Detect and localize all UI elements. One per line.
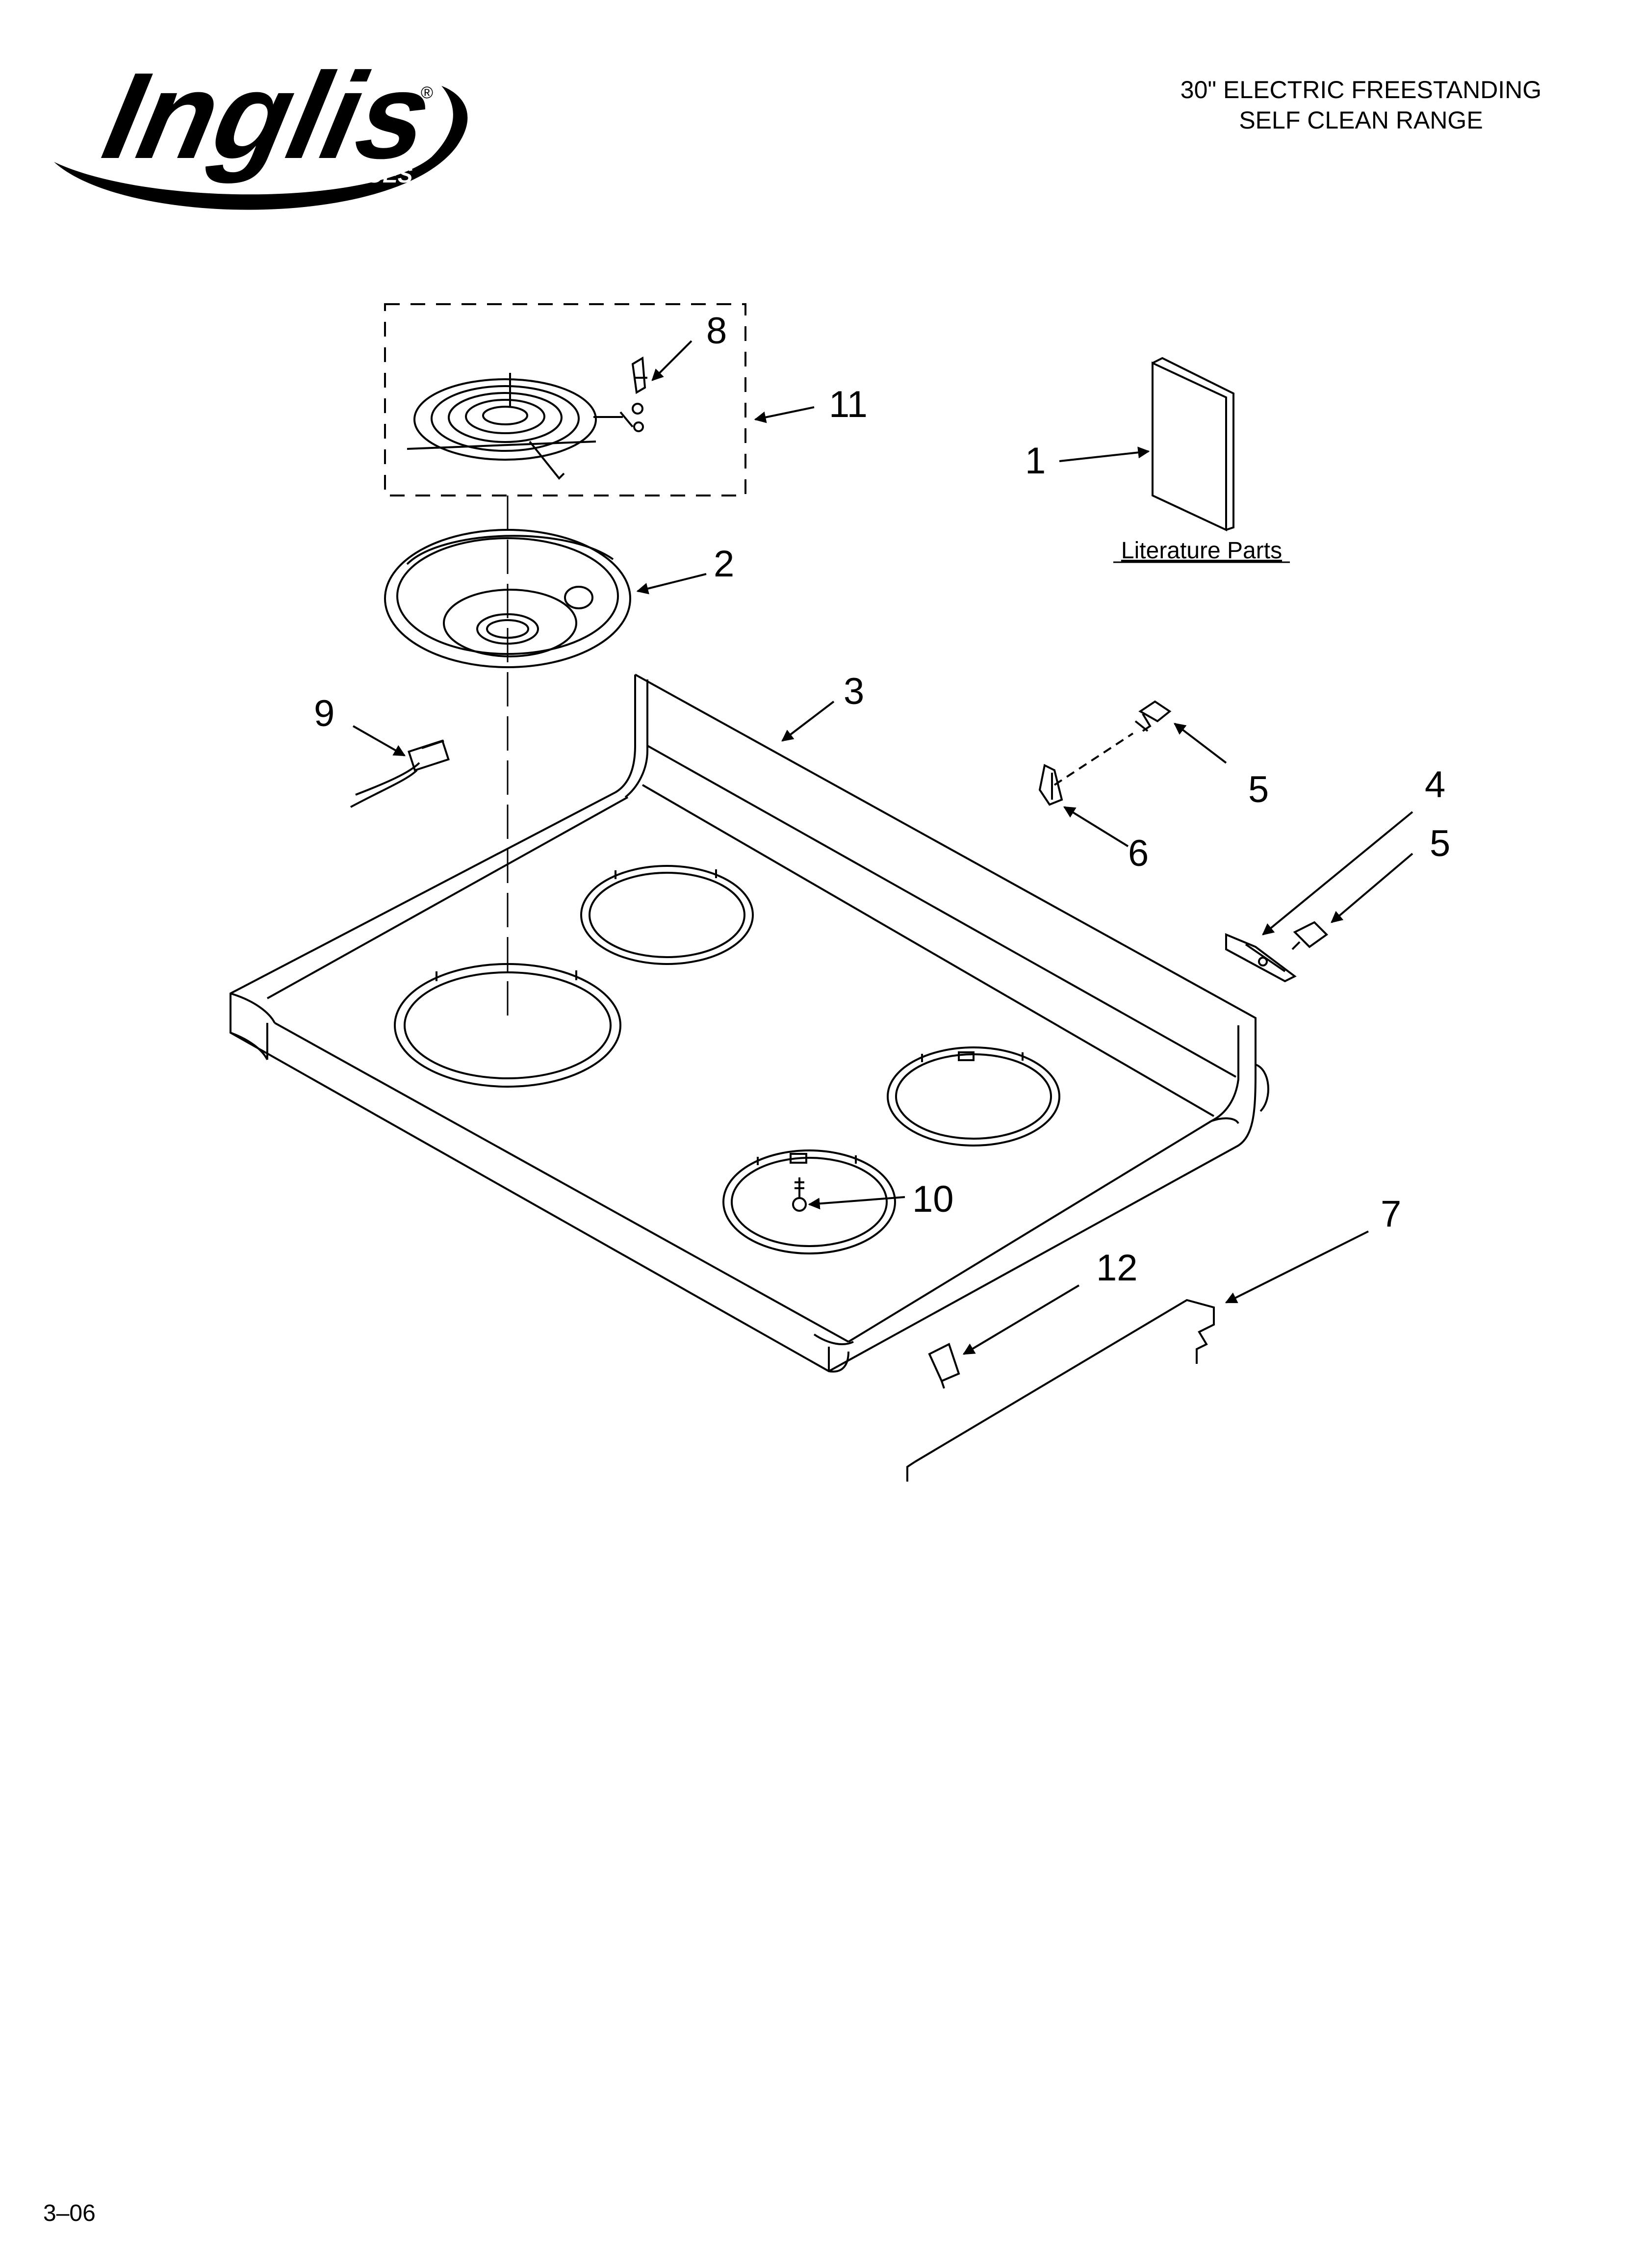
callout-5-lower: 5 xyxy=(1430,823,1450,864)
arrow-7 xyxy=(1225,1230,1369,1303)
callout-9: 9 xyxy=(314,693,334,734)
bracket-4 xyxy=(1225,933,1297,983)
title-line-1: 30" ELECTRIC FREESTANDING xyxy=(1180,76,1542,104)
wire-connector xyxy=(350,739,450,808)
callout-5-upper: 5 xyxy=(1248,769,1269,810)
arrow-3 xyxy=(781,701,835,742)
logo-tagline-home: HOME xyxy=(135,162,203,187)
arrow-10 xyxy=(808,1196,905,1210)
callout-4: 4 xyxy=(1425,764,1445,806)
logo-registered-mark: ® xyxy=(421,83,433,102)
arrow-11 xyxy=(754,406,815,423)
callout-12: 12 xyxy=(1096,1247,1138,1289)
arrow-5-upper xyxy=(1174,723,1227,764)
screw-10 xyxy=(792,1177,807,1212)
arrow-1 xyxy=(1059,446,1150,462)
arrow-9 xyxy=(353,725,406,756)
logo-tagline-appliances: APPLIANCES xyxy=(267,162,413,187)
arrow-2 xyxy=(636,573,707,595)
literature-parts-book xyxy=(1152,357,1234,532)
callout-11: 11 xyxy=(829,384,868,425)
callout-2: 2 xyxy=(714,543,734,585)
drip-bowl xyxy=(384,529,631,668)
callout-7: 7 xyxy=(1381,1193,1401,1235)
title-line-2: SELF CLEAN RANGE xyxy=(1239,106,1483,134)
surface-element-coil xyxy=(407,373,644,480)
arrow-8 xyxy=(651,340,693,381)
callout-1: 1 xyxy=(1025,440,1046,482)
callout-6: 6 xyxy=(1128,833,1149,874)
brand-logo: Inglis ® HOME APPLIANCES xyxy=(54,47,468,210)
screw-5-upper xyxy=(1053,700,1172,786)
callout-10: 10 xyxy=(912,1178,954,1220)
arrow-12 xyxy=(962,1284,1080,1355)
logo-wordmark: Inglis xyxy=(93,47,442,184)
arrow-5-lower xyxy=(1331,853,1413,923)
arrow-4 xyxy=(1262,811,1413,936)
page-title: 30" ELECTRIC FREESTANDING SELF CLEAN RAN… xyxy=(1113,75,1609,135)
clip-12 xyxy=(928,1343,960,1389)
screw-5-lower xyxy=(1291,921,1329,950)
terminal-block-clip xyxy=(631,356,647,394)
cooktop-main-top xyxy=(230,674,1269,1373)
literature-parts-label: Literature Parts xyxy=(1121,538,1282,564)
arrow-6 xyxy=(1063,806,1129,847)
callout-8: 8 xyxy=(706,310,727,352)
rod-7 xyxy=(906,1299,1215,1482)
callout-3: 3 xyxy=(844,671,864,712)
footer-code: 3–06 xyxy=(43,2200,96,2226)
burner-assembly-dashed-box xyxy=(384,303,746,496)
clip-6 xyxy=(1038,764,1063,806)
